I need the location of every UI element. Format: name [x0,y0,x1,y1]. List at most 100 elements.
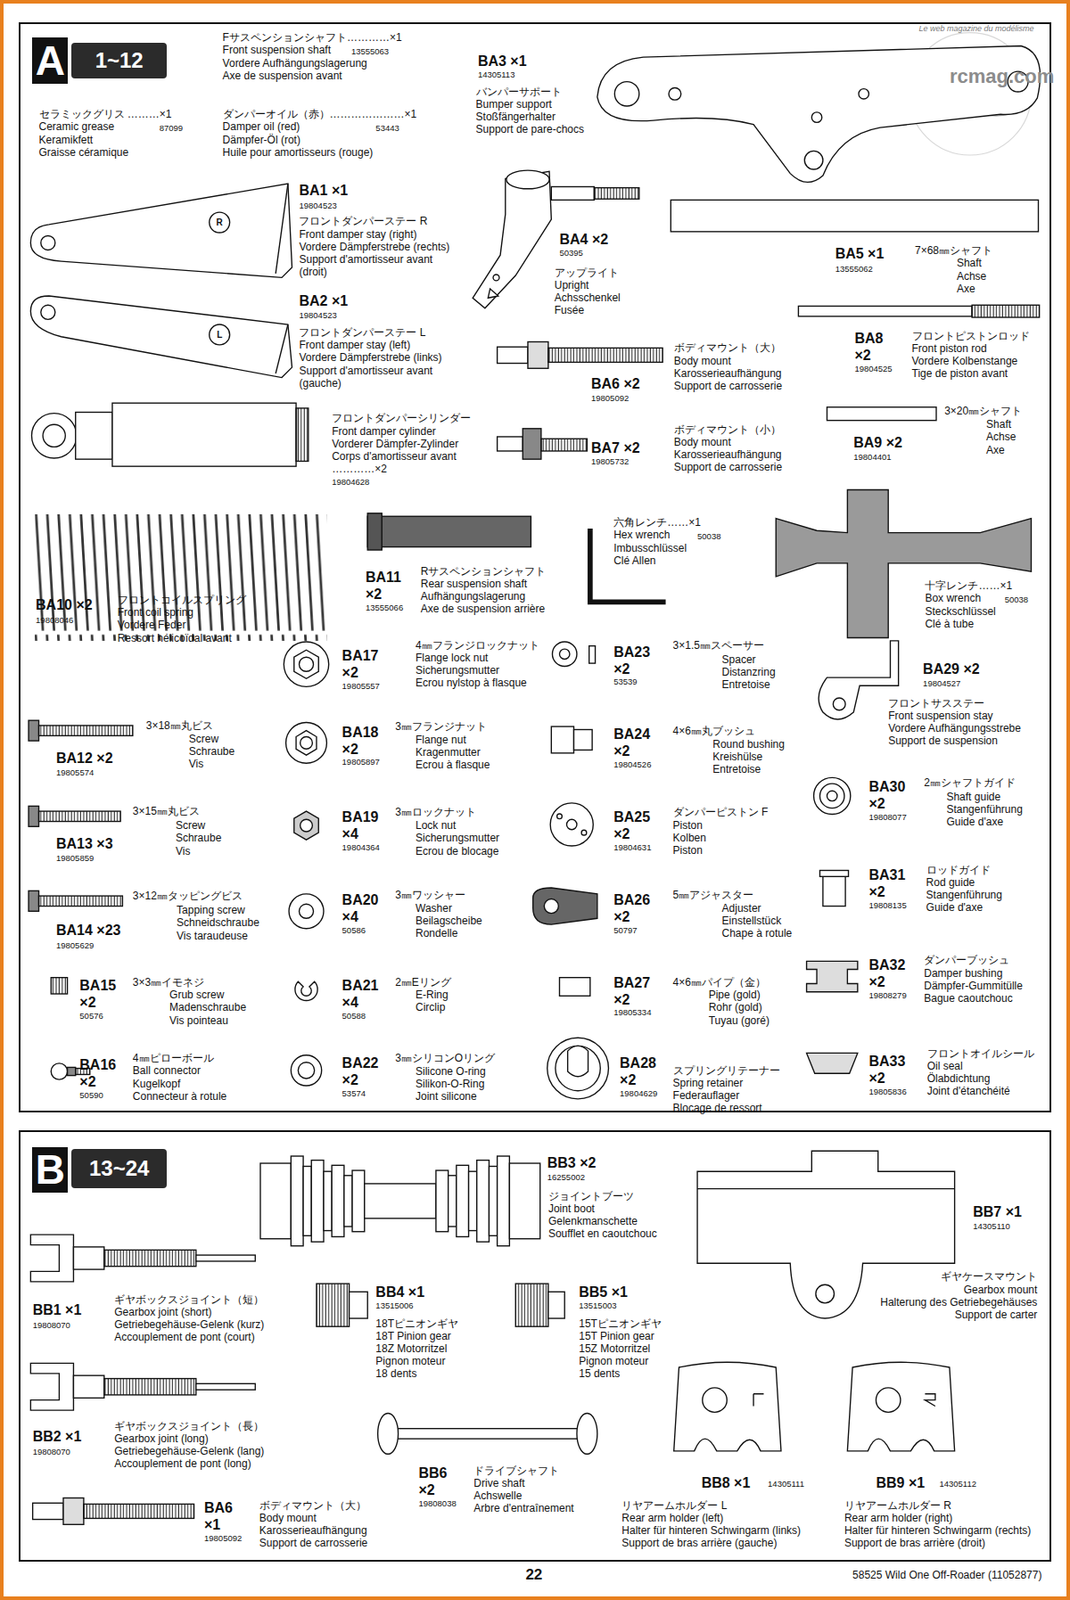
part-number: 16255002 [547,1172,585,1183]
part-text: Front coil spring [117,606,194,619]
part-text: Body mount [674,354,732,368]
part-text: Flange lock nut [415,651,488,665]
part-text: Round bushing [712,738,785,751]
part-text: Screw [189,732,219,746]
part-number: 14305110 [972,1221,1011,1232]
part-drawing [296,731,317,756]
part-text: Guide d'axe [926,901,984,914]
part-text: Ölabdichtung [927,1072,991,1086]
part-text: Karosserieaufhängung [674,367,782,380]
part-drawing [533,888,598,925]
part-text: 3×18㎜丸ビス [146,719,214,733]
part-text: Tige de piston avant [912,367,1009,380]
part-text: Clé Allen [613,554,656,568]
part-number: 53574 [342,1088,366,1099]
part-code: ×2 [79,995,96,1012]
part-text: ロッドガイド [926,864,991,877]
part-drawing [28,806,39,827]
part-drawing [30,183,292,278]
part-text: 3㎜ワッシャー [395,888,466,902]
part-drawing [559,978,590,997]
part-drawing [814,777,851,815]
piston-rod [798,304,1039,318]
part-code: BA27 [613,975,651,992]
part-text: 15Tピニオンギヤ [578,1317,662,1331]
part-text: Schraube [175,831,222,845]
part-text: Joint silicone [415,1090,478,1103]
tapping-screw [28,890,123,912]
part-text: Madenschraube [169,1001,247,1014]
part-text: Flange nut [415,733,467,747]
page-number: 22 [525,1566,543,1585]
part-drawing [39,811,122,822]
part-code: BA6 [204,1500,233,1517]
part-drawing [28,720,39,741]
part-number: 50797 [613,925,637,936]
part-number: 19805859 [56,853,94,864]
part-code: BA6 ×2 [591,376,641,393]
part-drawing [551,642,577,667]
part-text: スプリングリテーナー [673,1064,781,1078]
part-code: BA20 [342,892,379,909]
part-drawing [551,726,574,754]
gearbox-joint-short [30,1234,256,1283]
part-code: BA22 [342,1055,379,1072]
part-code: BA11 [365,569,402,586]
part-text: 3×12㎜タッピングビス [132,889,243,903]
part-drawing [550,803,593,847]
spring-retainer [547,1037,610,1100]
part-text: 3×15㎜丸ビス [132,805,200,818]
part-text: Damper oil (red) [222,120,301,133]
part-code: BA19 [342,809,379,826]
part-code: ×2 [868,974,885,991]
part-drawing [39,725,133,736]
part-text: Front piston rod [912,342,988,355]
part-number: 13555063 [351,46,389,57]
part-number: 19804628 [331,477,370,487]
part-text: Rohr (gold) [708,1001,763,1014]
part-text: 3㎜シリコンOリング [395,1052,495,1065]
part-text: Soufflet en caoutchouc [548,1227,658,1241]
shaft-guide [814,777,851,815]
part-text: 18Tピニオンギヤ [375,1317,459,1331]
flange-lock-nut [283,642,329,687]
part-drawing [541,438,588,452]
part-drawing [551,186,594,200]
part-number: 19808046 [35,615,74,626]
part-code: BB9 ×1 [875,1475,925,1492]
part-text: Body mount [259,1512,317,1525]
part-drawing [697,1188,955,1190]
part-drawing [522,428,542,460]
part-text: Pignon moteur [375,1355,445,1368]
part-text: 六角レンチ……×1 [613,516,701,529]
part-text: Stangenführung [926,888,1003,902]
part-text: 3×20㎜シャフト [944,404,1022,418]
part-text: Box wrench [924,592,981,605]
part-text: Axe [956,282,976,296]
part-text: Entretoise [722,678,771,692]
part-text: Gelenkmanschette [548,1215,638,1228]
part-text: フロントオイルシール [927,1047,1035,1061]
part-text: Ball connector [132,1064,201,1078]
part-text: Joint d'étanchéité [927,1085,1011,1098]
rear-suspension-shaft [367,513,531,551]
part-text: Grub screw [169,988,224,1002]
part-drawing [753,1394,764,1408]
part-text: Ecrou de blocage [415,845,499,858]
part-text: ジョイントブーツ [548,1190,634,1203]
part-text: Damper bushing [923,967,1003,980]
part-text: Oil seal [927,1060,963,1073]
part-drawing [832,698,846,711]
part-text: Achse [956,270,987,283]
part-drawing [294,811,319,840]
part-code: ×1 [204,1517,221,1534]
mark-letter: R [216,217,223,228]
part-text: Front damper cylinder [331,425,437,438]
part-drawing [209,212,231,233]
part-drawing [566,819,577,830]
part-text: Vordere Feder [117,618,187,632]
part-number: 19808070 [32,1320,71,1331]
part-drawing [311,1160,324,1243]
part-number: 19808070 [32,1447,71,1457]
part-drawing [296,408,309,462]
